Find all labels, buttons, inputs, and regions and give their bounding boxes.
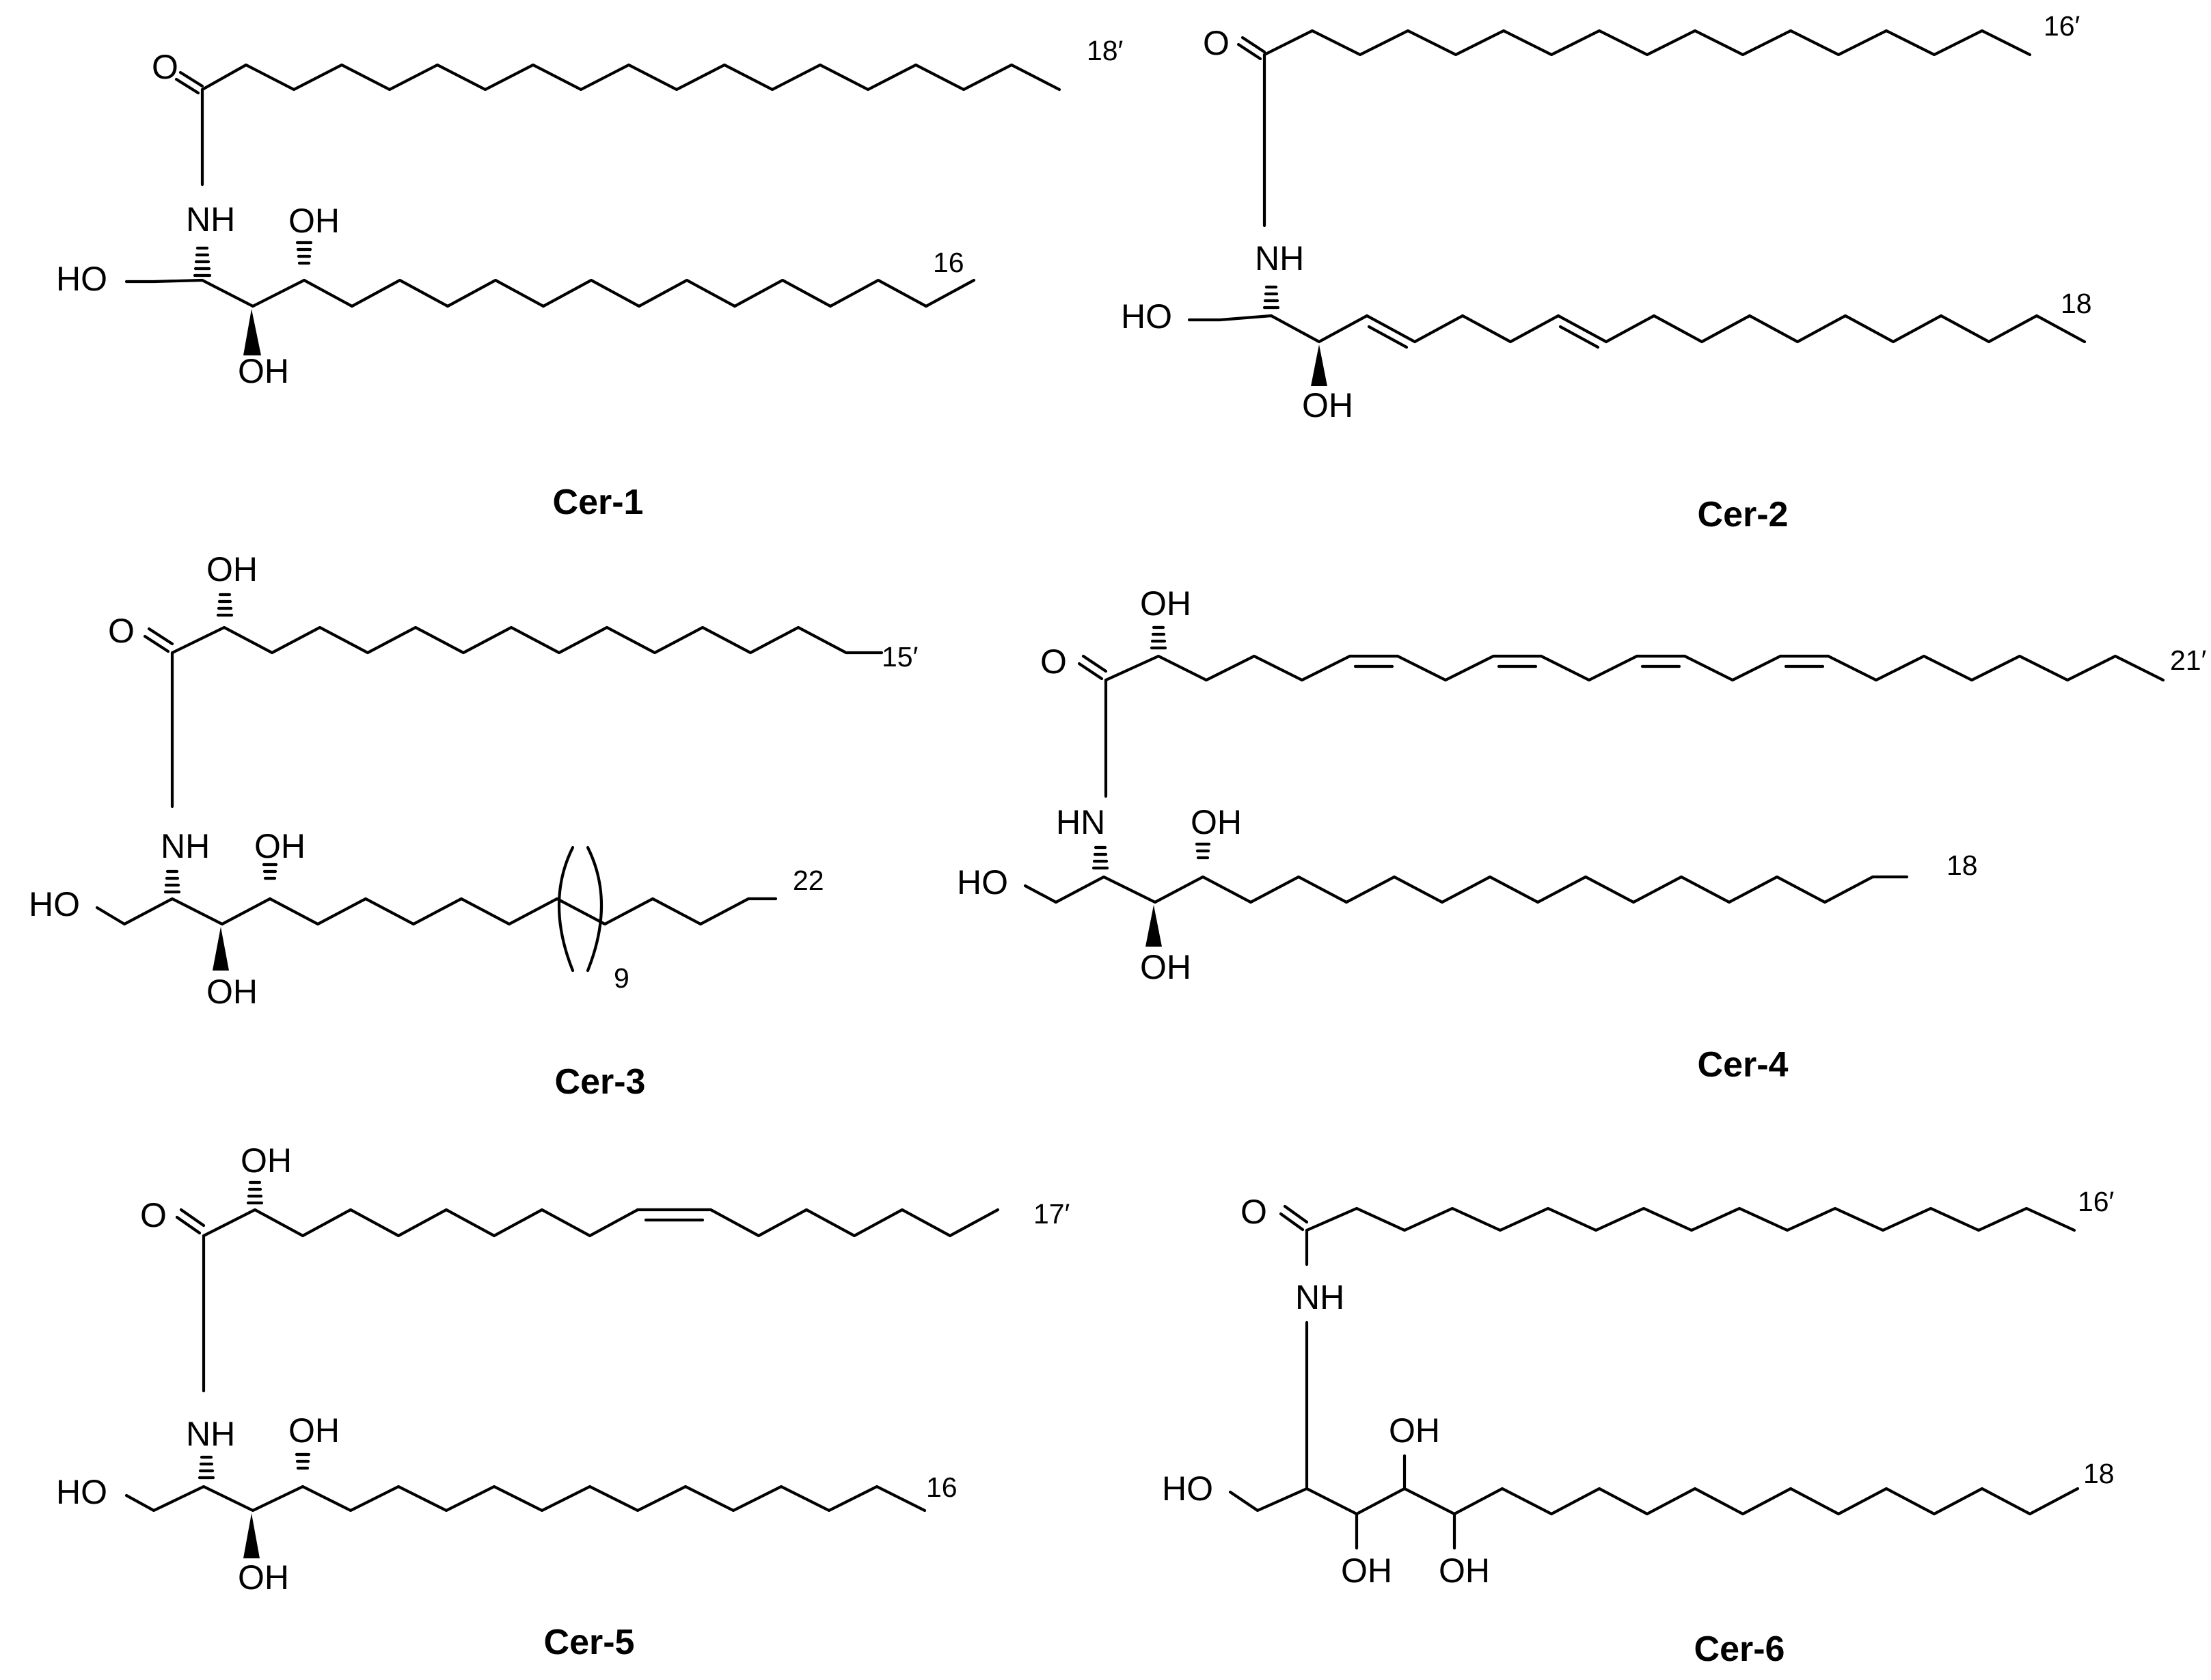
wedge-bond — [1311, 344, 1327, 386]
acyl-terminal-number: 18′ — [1087, 35, 1123, 66]
primary-hydroxyl-label: HO — [56, 260, 107, 298]
amide-nh-label: NH — [186, 200, 235, 239]
carbonyl-oxygen: O — [140, 1196, 167, 1234]
caption-cer-3: Cer-3 — [555, 1062, 646, 1102]
carbonyl-oxygen: O — [1203, 24, 1230, 62]
primary-hydroxyl-label: HO — [1162, 1469, 1213, 1508]
c3-hydroxyl-label: OH — [1140, 948, 1191, 986]
repeat-count: 9 — [614, 962, 629, 994]
base-terminal-number: 18 — [2083, 1458, 2115, 1489]
amide-nh-label: NH — [161, 827, 210, 865]
carbonyl-oxygen: O — [152, 48, 178, 86]
wedge-bond — [243, 309, 261, 355]
c3-hydroxyl-label: OH — [238, 352, 289, 390]
acyl-terminal-number: 16′ — [2078, 1186, 2114, 1217]
amide-nh-label: NH — [1295, 1278, 1344, 1316]
c4-hydroxyl-label: OH — [254, 827, 306, 865]
c4-hydroxyl-label: OH — [1191, 803, 1242, 841]
primary-hydroxyl-label: HO — [1121, 297, 1172, 336]
structure-cer-3: OH O 15′ NH HO OH OH 9 22 Cer-3 — [29, 550, 918, 1102]
amide-nh-label: NH — [1255, 239, 1304, 277]
caption-cer-1: Cer-1 — [553, 483, 644, 522]
c4-hydroxyl-label: OH — [288, 1411, 340, 1450]
acyl-terminal-number: 17′ — [1033, 1198, 1070, 1230]
c4-hydroxyl-label: OH — [288, 202, 340, 240]
wedge-bond — [243, 1513, 260, 1558]
base-terminal-number: 22 — [793, 865, 824, 896]
carbonyl-oxygen: O — [108, 612, 135, 650]
structure-cer-4: OH O 21′ HN HO OH OH 18 — [957, 584, 2206, 1085]
c4-hydroxyl-label: OH — [1389, 1411, 1440, 1450]
caption-cer-4: Cer-4 — [1698, 1045, 1789, 1085]
carbonyl-oxygen: O — [1040, 642, 1067, 681]
acyl-terminal-number: 16′ — [2044, 10, 2080, 42]
amide-nh-label: NH — [186, 1415, 235, 1453]
c5-hydroxyl-label: OH — [1439, 1552, 1490, 1590]
base-terminal-number: 16 — [933, 247, 964, 278]
c3-hydroxyl-label: OH — [1341, 1552, 1392, 1590]
caption-cer-6: Cer-6 — [1694, 1629, 1785, 1669]
primary-hydroxyl-label: HO — [957, 863, 1008, 902]
primary-hydroxyl-label: HO — [56, 1473, 107, 1511]
acyl-terminal-number: 15′ — [882, 641, 918, 673]
caption-cer-2: Cer-2 — [1698, 495, 1789, 534]
carbonyl-oxygen: O — [1240, 1193, 1267, 1231]
base-terminal-number: 16 — [926, 1472, 958, 1503]
structure-cer-5: OH O 17′ NH HO OH OH 16 Cer-5 — [56, 1141, 1070, 1662]
caption-cer-5: Cer-5 — [544, 1623, 635, 1662]
structure-cer-6: O 16′ NH HO OH OH OH 18 Cer-6 — [1162, 1186, 2115, 1669]
alpha-hydroxyl-label: OH — [241, 1141, 292, 1180]
alpha-hydroxyl-label: OH — [1140, 584, 1191, 623]
c3-hydroxyl-label: OH — [238, 1558, 289, 1597]
amide-hn-label: HN — [1056, 803, 1105, 841]
structure-cer-1: O 18′ NH HO OH OH 16 Cer-1 — [56, 35, 1123, 522]
base-terminal-number: 18 — [2061, 288, 2092, 319]
c3-hydroxyl-label: OH — [1302, 386, 1353, 424]
structure-cer-2: O 16′ NH HO 18 OH Cer-2 — [1121, 10, 2092, 534]
alpha-hydroxyl-label: OH — [206, 550, 258, 588]
c3-hydroxyl-label: OH — [206, 973, 258, 1011]
hashed-bond — [193, 246, 212, 277]
wedge-bond — [1145, 905, 1162, 947]
acyl-terminal-number: 21′ — [2170, 645, 2206, 676]
wedge-bond — [213, 927, 229, 971]
primary-hydroxyl-label: HO — [29, 885, 80, 923]
base-terminal-number: 18 — [1947, 850, 1978, 881]
